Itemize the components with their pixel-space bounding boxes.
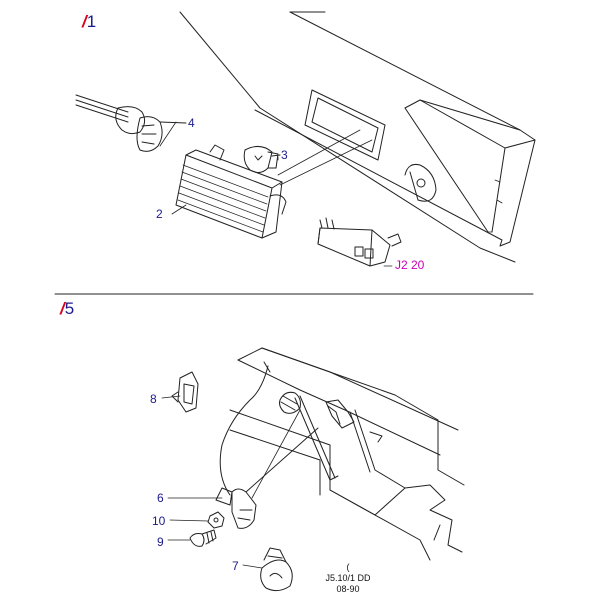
part-9-screw: [189, 529, 217, 547]
callout-3: 3: [281, 148, 288, 162]
reference-code: J5.10/1 DD: [325, 573, 371, 583]
callout-8: 8: [150, 392, 157, 406]
part-8-clip: [171, 371, 199, 413]
reference-symbol: (: [346, 562, 350, 572]
section-mark: /: [60, 299, 65, 318]
rear-panel-lower: [229, 347, 465, 561]
drawing-reference: ( J5.10/1 DD 08-90: [318, 562, 378, 595]
part-2-lamp-lens: [175, 144, 287, 239]
section-marker-5: /5: [60, 299, 74, 319]
part-3-wedge-bulb: [243, 146, 281, 174]
panel-boss: [404, 164, 437, 202]
part-6-bulb-holder: [215, 427, 319, 529]
leader-lines-section-1: [159, 121, 393, 267]
section-mark: /: [82, 12, 87, 31]
tailgate-panel: [179, 11, 536, 263]
callout-2: 2: [156, 207, 163, 221]
lamp-aperture: [304, 89, 386, 161]
callout-9: 9: [157, 535, 164, 549]
callout-7: 7: [232, 559, 239, 573]
section-number: 1: [86, 12, 97, 31]
part-7-bulb: [260, 547, 293, 592]
callout-4: 4: [188, 116, 195, 130]
callout-10: 10: [152, 514, 166, 528]
part-4-bulb-holder-with-wires: [75, 94, 187, 152]
lamp-wire: [219, 361, 271, 496]
callout-reference-j2-20: J2 20: [395, 258, 425, 272]
panel-bracket: [325, 399, 383, 443]
section-marker-1: /1: [82, 12, 96, 32]
leader-lines-section-5: [161, 395, 301, 569]
section-number: 5: [64, 299, 75, 318]
panel-grommet: [279, 391, 301, 414]
reference-date: 08-90: [336, 584, 360, 594]
part-10-nut: [207, 511, 225, 529]
wiring-connector: [317, 217, 402, 267]
callout-6: 6: [157, 491, 164, 505]
